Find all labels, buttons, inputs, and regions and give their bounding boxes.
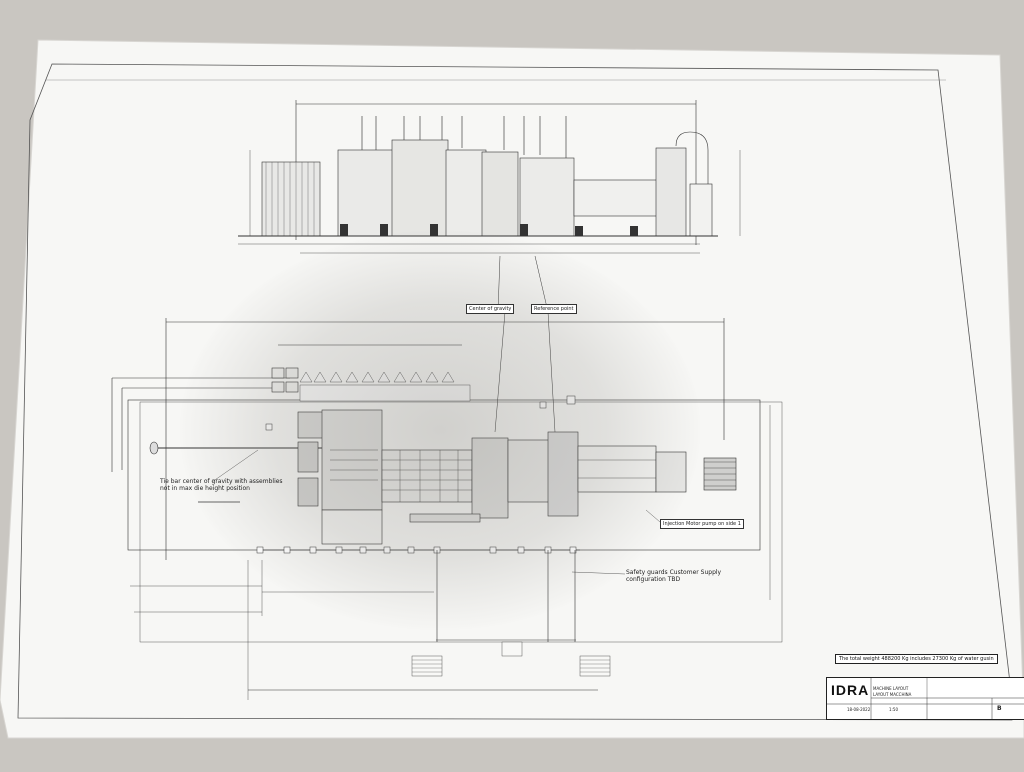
revision-letter: B (997, 705, 1002, 712)
center-of-gravity-label: Center of gravity (466, 304, 515, 314)
safety-guards-line1: Safety guards Customer Supply (626, 569, 722, 576)
drawing-title-1: MACHINE LAYOUT (873, 686, 909, 691)
drawing-frame (17, 63, 1013, 721)
safety-guards-line2: configuration TBD (626, 576, 681, 583)
tie-bar-note-line1: Tie bar center of gravity with assemblie… (160, 478, 283, 485)
safety-guards-note: Safety guards Customer Supply configurat… (626, 569, 721, 583)
plan-view (111, 318, 783, 700)
paper-sheet (0, 39, 1024, 739)
drawing-date: 18-08-2022 (847, 707, 871, 712)
drawing-title-2: LAYOUT MACCHINA (873, 692, 912, 697)
total-weight-note: The total weight 488200 Kg includes 2730… (835, 654, 998, 664)
drawing-scale: 1:50 (889, 707, 898, 712)
title-block-grid (827, 678, 1024, 719)
center-of-gravity-leader (497, 255, 501, 313)
tie-bar-note: Tie bar center of gravity with assemblie… (160, 478, 283, 492)
injection-motor-pump-label: Injection Motor pump on side 1 (660, 519, 744, 529)
reference-point-leader (534, 255, 549, 313)
reference-point-label: Reference point (531, 304, 577, 314)
title-block: IDRA MACHINE LAYOUT LAYOUT MACCHINA 18-0… (826, 677, 1024, 720)
tie-bar-note-line2: not in max die height position (160, 485, 250, 492)
company-logo: IDRA (831, 682, 870, 698)
side-elevation-view (238, 100, 741, 254)
